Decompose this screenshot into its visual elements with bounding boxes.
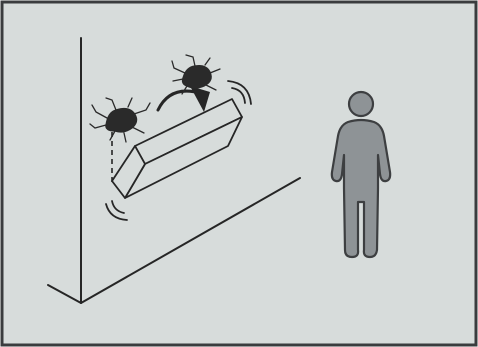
person-head — [349, 92, 373, 116]
